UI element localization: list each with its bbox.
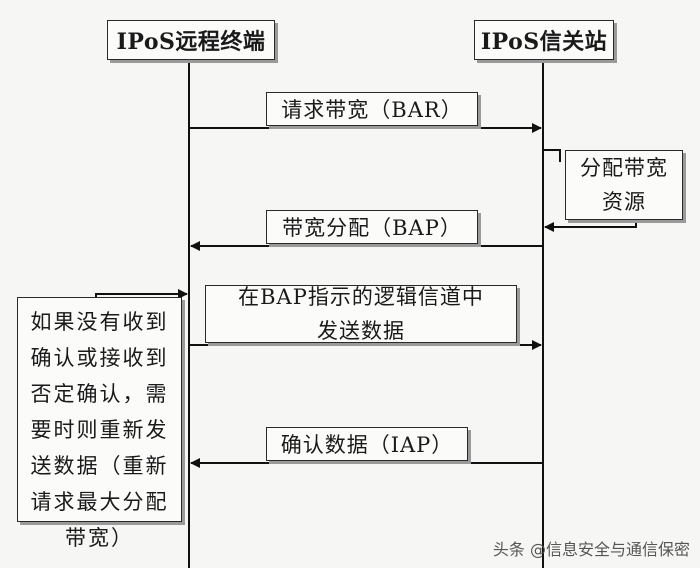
bar-message-label: 请求带宽（BAR） (281, 98, 463, 122)
bap-message-label: 带宽分配（BAP） (282, 216, 462, 240)
self-allocate-loop (543, 149, 561, 162)
send-data-label: 在BAP指示的逻辑信道中 发送数据 (238, 285, 484, 343)
right-actor-box: IPoS信关站 (474, 20, 614, 60)
right-actor-label: IPoS信关站 (480, 29, 608, 55)
iap-message-box: 确认数据（IAP） (266, 427, 468, 461)
bap-message-box: 带宽分配（BAP） (266, 210, 478, 244)
left-actor-box: IPoS远程终端 (107, 20, 275, 60)
retry-note-text: 如果没有收到 确认或接收到 否定确认，需 要时则重新发 送数据（重新 请求最大分… (30, 310, 169, 550)
bar-message-box: 请求带宽（BAR） (266, 92, 478, 126)
send-data-box: 在BAP指示的逻辑信道中 发送数据 (205, 285, 517, 343)
left-actor-label: IPoS远程终端 (116, 29, 266, 55)
allocate-resource-label: 分配带宽 资源 (580, 156, 668, 214)
retry-note-box: 如果没有收到 确认或接收到 否定确认，需 要时则重新发 送数据（重新 请求最大分… (17, 297, 182, 550)
watermark: 头条 @信息安全与通信保密 (492, 540, 690, 559)
iap-message-label: 确认数据（IAP） (280, 433, 454, 457)
allocate-resource-box: 分配带宽 资源 (565, 150, 683, 220)
